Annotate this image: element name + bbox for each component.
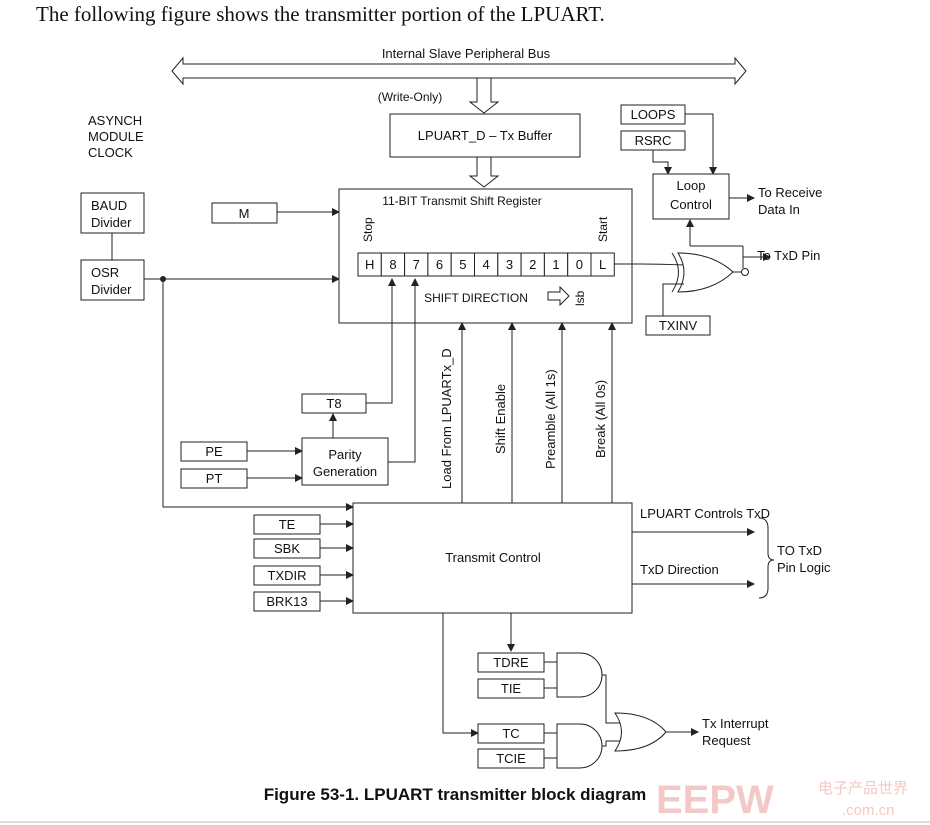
m-box [211, 202, 278, 224]
bit-cell-label: 7 [413, 257, 420, 272]
loops-label: LOOPS [631, 107, 676, 122]
watermark-site: 电子产品世界 [818, 780, 908, 797]
loops-to-control-arrow [685, 113, 717, 175]
figure-caption: Figure 53-1. LPUART transmitter block di… [264, 785, 647, 804]
tdre-label: TDRE [493, 655, 529, 670]
baud-label-1: BAUD [91, 198, 127, 213]
load-from-label: Load From LPUARTx_D [439, 348, 454, 489]
watermark-logo: EEPW [656, 778, 774, 822]
pin-logic-brace [758, 517, 775, 599]
bus-to-buffer-arrow [468, 78, 500, 114]
te-label: TE [279, 517, 296, 532]
xor-gate-body [677, 252, 734, 293]
loop-control-box [652, 173, 730, 220]
bit-cell-label: 3 [506, 257, 513, 272]
clock-label-2: MODULE [88, 129, 144, 144]
tx-buffer-box [389, 113, 581, 158]
intro-text: The following figure shows the transmitt… [36, 2, 605, 26]
clock-label-1: ASYNCH [88, 113, 142, 128]
bit-cell-label: H [365, 257, 374, 272]
pt-label: PT [206, 471, 223, 486]
transmit-control-label: Transmit Control [445, 550, 541, 565]
shift-direction-arrow [547, 285, 570, 307]
lsb-label: lsb [573, 290, 587, 306]
start-label: Start [596, 216, 610, 242]
and-gate-2 [556, 723, 603, 769]
bit-cell-label: 2 [529, 257, 536, 272]
internal-bus-arrow [171, 56, 747, 86]
to-txd-pin-label: To TxD Pin [757, 248, 820, 263]
rsrc-label: RSRC [635, 133, 672, 148]
txinv-label: TXINV [659, 318, 698, 333]
m-label: M [239, 206, 250, 221]
tx-interrupt-label-2: Request [702, 733, 751, 748]
tie-label: TIE [501, 681, 522, 696]
shift-to-xor-line [614, 263, 685, 266]
to-txd-label-2: Pin Logic [777, 560, 831, 575]
stop-label: Stop [361, 217, 375, 242]
shift-enable-label: Shift Enable [493, 384, 508, 454]
bit-cell-label: L [599, 257, 606, 272]
baud-label-2: Divider [91, 215, 132, 230]
and-gate-1 [556, 652, 603, 698]
osr-label-2: Divider [91, 282, 132, 297]
preamble-label: Preamble (All 1s) [543, 369, 558, 469]
to-receive-label-2: Data In [758, 202, 800, 217]
t8-to-bit8-arrow [366, 278, 396, 404]
t8-label: T8 [326, 396, 341, 411]
transmit-control-box [352, 502, 633, 614]
bit-cell-label: 6 [436, 257, 443, 272]
tcie-label: TCIE [496, 751, 526, 766]
brk13-label: BRK13 [266, 594, 307, 609]
bus-label: Internal Slave Peripheral Bus [382, 46, 551, 61]
tx-buffer-label: LPUART_D – Tx Buffer [418, 128, 553, 143]
and1-to-or-line [602, 674, 621, 724]
bit-cell-label: 8 [389, 257, 396, 272]
bit-cell-label: 5 [459, 257, 466, 272]
lpuart-controls-label: LPUART Controls TxD [640, 506, 770, 521]
clock-label-3: CLOCK [88, 145, 133, 160]
to-txd-label-1: TO TxD [777, 543, 822, 558]
shift-register-title: 11-BIT Transmit Shift Register [382, 194, 542, 208]
shift-direction-label: SHIFT DIRECTION [424, 291, 528, 305]
or-gate [614, 712, 667, 752]
bit-cell-label: 1 [552, 257, 559, 272]
baud-divider-box [80, 192, 145, 234]
write-only-label: (Write-Only) [378, 90, 442, 104]
parity-to-bit7-arrow [388, 278, 419, 463]
watermark-domain: .com.cn [842, 802, 895, 819]
parity-label-1: Parity [328, 447, 362, 462]
control-to-tc-arrow [442, 613, 479, 737]
and2-to-or-line [602, 740, 621, 747]
txd-direction-label: TxD Direction [640, 562, 719, 577]
txdir-label: TXDIR [268, 568, 307, 583]
osr-label-1: OSR [91, 265, 119, 280]
sbk-label: SBK [274, 541, 300, 556]
loop-control-label-1: Loop [677, 178, 706, 193]
parity-label-2: Generation [313, 464, 377, 479]
txinv-box [645, 315, 711, 336]
txinv-to-xor-line [662, 283, 684, 316]
osr-divider-box [80, 259, 145, 301]
loop-control-label-2: Control [670, 197, 712, 212]
bit-cell-label: 0 [576, 257, 583, 272]
buffer-to-shift-arrow [468, 157, 500, 188]
bit-cell-label: 4 [483, 257, 490, 272]
tx-interrupt-label-1: Tx Interrupt [702, 716, 769, 731]
to-receive-label-1: To Receive [758, 185, 822, 200]
inverter-bubble [741, 268, 749, 276]
pe-label: PE [205, 444, 223, 459]
break-label: Break (All 0s) [593, 380, 608, 458]
rsrc-to-control-arrow [652, 150, 672, 175]
xor-gate-back [671, 252, 679, 293]
tc-label: TC [502, 726, 519, 741]
